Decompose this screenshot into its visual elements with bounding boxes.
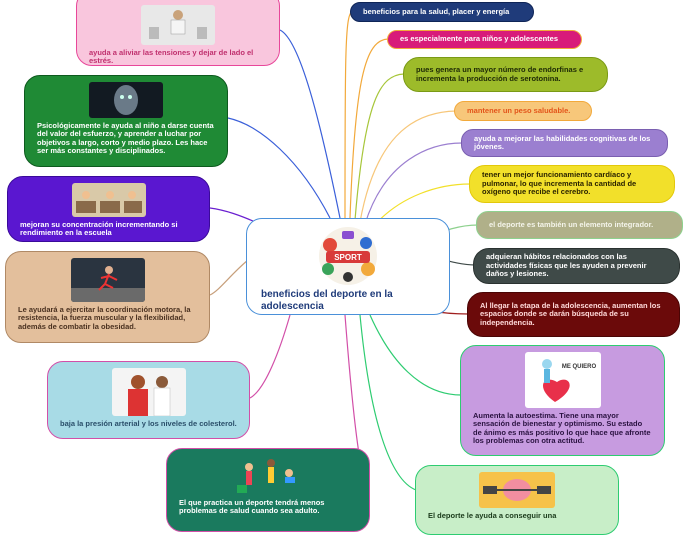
left-node-adult-health-text: El que practica un deporte tendrá menos …: [179, 498, 325, 516]
mind-map-canvas: SPORT beneficios del deporte en la adole…: [5, 0, 683, 535]
left-node-coordination[interactable]: Le ayudará a ejercitar la coordinación m…: [5, 251, 210, 343]
central-topic[interactable]: SPORT beneficios del deporte en la adole…: [246, 218, 450, 315]
right-node-independence[interactable]: Al llegar la etapa de la adolescencia, a…: [467, 292, 680, 337]
left-node-psychology[interactable]: Psicológicamente le ayuda al niño a dars…: [24, 75, 228, 167]
right-node-independence-text: Al llegar la etapa de la adolescencia, a…: [480, 300, 661, 327]
left-node-stress[interactable]: ayuda a aliviar las tensiones y dejar de…: [76, 0, 280, 66]
doctor-image: [111, 368, 186, 416]
right-node-weight[interactable]: mantener un peso saludable.: [454, 101, 592, 121]
left-node-adult-health[interactable]: El que practica un deporte tendrá menos …: [166, 448, 370, 532]
right-node-self-esteem-text: Aumenta la autoestima. Tiene una mayor s…: [473, 411, 651, 446]
left-node-psychology-text: Psicológicamente le ayuda al niño a dars…: [37, 121, 214, 156]
meditation-image: [141, 5, 215, 45]
brain-dumbbell-image: [479, 472, 555, 508]
self-love-image: ME QUIERO: [524, 352, 601, 408]
logo-text: SPORT: [334, 253, 362, 262]
sport-logo-image: SPORT: [319, 227, 377, 285]
right-node-self-esteem[interactable]: ME QUIERO Aumenta la autoestima. Tiene u…: [460, 345, 665, 456]
left-node-coordination-text: Le ayudará a ejercitar la coordinación m…: [18, 305, 191, 331]
left-node-concentration[interactable]: mejoran su concentración incrementando s…: [7, 176, 210, 242]
right-node-goals[interactable]: El deporte le ayuda a conseguir una: [415, 465, 619, 535]
right-node-cardio[interactable]: tener un mejor funcionamiento cardíaco y…: [469, 165, 675, 203]
central-topic-title: beneficios del deporte en la adolescenci…: [261, 289, 393, 312]
exercise-people-image: [231, 455, 305, 495]
right-node-youth-text: es especialmente para niños y adolescent…: [400, 34, 558, 44]
left-node-stress-text: ayuda a aliviar las tensiones y dejar de…: [89, 48, 254, 66]
right-node-energy[interactable]: beneficios para la salud, placer y energ…: [350, 2, 534, 22]
robot-head-image: [89, 82, 163, 118]
right-node-integrator-text: el deporte es también un elemento integr…: [489, 219, 654, 229]
classroom-image: [71, 183, 146, 217]
runner-image: [70, 258, 145, 302]
right-node-energy-text: beneficios para la salud, placer y energ…: [363, 6, 510, 16]
right-node-endorphins-text: pues genera un mayor número de endorfina…: [416, 65, 584, 83]
right-node-cardio-text: tener un mejor funcionamiento cardíaco y…: [482, 170, 637, 197]
right-node-habits-text: adquieran hábitos relacionados con las a…: [486, 252, 647, 279]
right-node-endorphins[interactable]: pues genera un mayor número de endorfina…: [403, 57, 608, 92]
right-node-cognitive-text: ayuda a mejorar las habilidades cognitiv…: [474, 133, 651, 151]
right-node-goals-text: El deporte le ayuda a conseguir una: [428, 511, 557, 520]
right-node-habits[interactable]: adquieran hábitos relacionados con las a…: [473, 248, 680, 284]
right-node-youth[interactable]: es especialmente para niños y adolescent…: [387, 30, 582, 49]
self-love-image-text: ME QUIERO: [561, 364, 596, 370]
right-node-integrator[interactable]: el deporte es también un elemento integr…: [476, 211, 683, 239]
left-node-blood-pressure-text: baja la presión arterial y los niveles d…: [60, 419, 237, 428]
left-node-blood-pressure[interactable]: baja la presión arterial y los niveles d…: [47, 361, 250, 439]
right-node-cognitive[interactable]: ayuda a mejorar las habilidades cognitiv…: [461, 129, 668, 157]
left-node-concentration-text: mejoran su concentración incrementando s…: [20, 220, 178, 238]
right-node-weight-text: mantener un peso saludable.: [467, 105, 571, 115]
